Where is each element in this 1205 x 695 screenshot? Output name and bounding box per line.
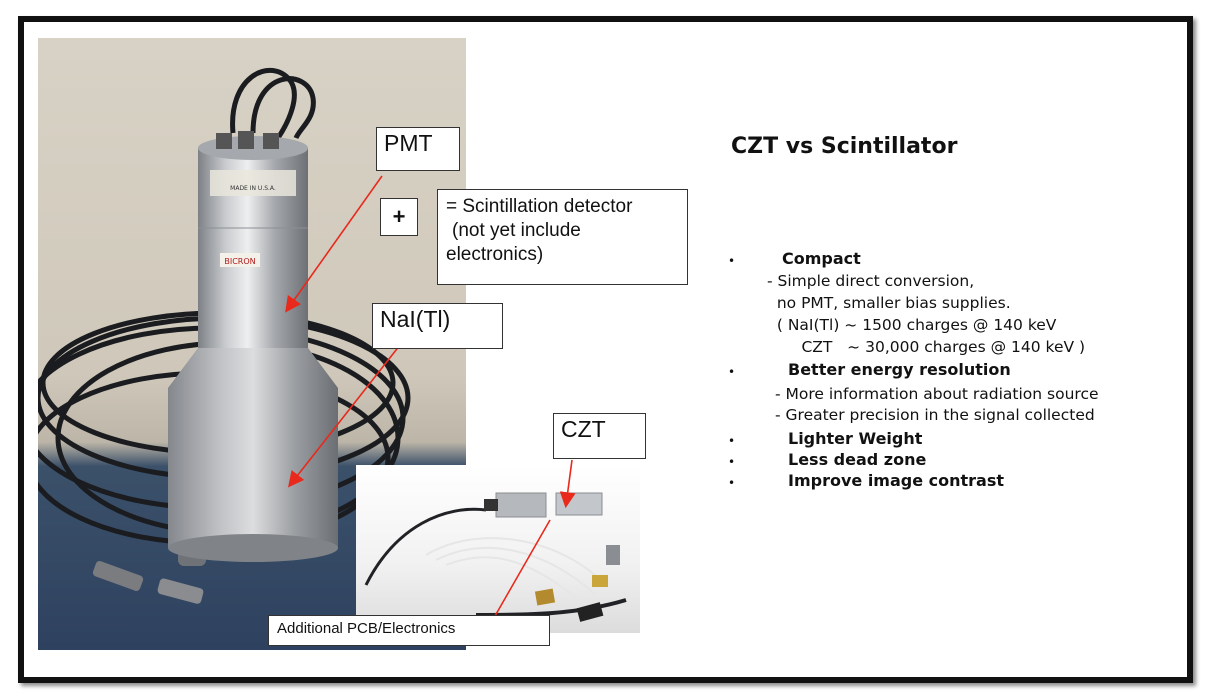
detector-illustration: BICRON MADE IN U.S.A. — [38, 67, 411, 604]
scintillation-line-3: electronics) — [446, 244, 544, 265]
slide-title: CZT vs Scintillator — [731, 134, 958, 159]
bullet-compact-line-3: ( NaI(Tl) ~ 1500 charges @ 140 keV — [767, 316, 1057, 334]
device-made-in-label: MADE IN U.S.A. — [230, 185, 276, 192]
bullet-compact-line-4: CZT ~ 30,000 charges @ 140 keV ) — [767, 338, 1086, 356]
plus-label: + — [392, 204, 406, 229]
scintillation-callout: = Scintillation detector (not yet includ… — [437, 189, 688, 285]
pcb-callout: Additional PCB/Electronics — [268, 615, 550, 646]
bullet-compact-line-2: no PMT, smaller bias supplies. — [767, 294, 1011, 312]
pmt-arrow — [285, 175, 383, 313]
scintillation-line-1: = Scintillation detector — [446, 196, 633, 217]
bullet-heading-less-dead-zone: Less dead zone — [788, 450, 927, 469]
bullet-dot: • — [728, 254, 736, 268]
bullet-dot: • — [728, 434, 736, 448]
device-brand-label: BICRON — [224, 257, 255, 266]
bullet-heading-energy-resolution: Better energy resolution — [788, 360, 1011, 379]
czt-module-photo — [356, 465, 640, 633]
pcb-arrow-line — [494, 519, 551, 617]
nai-label: NaI(Tl) — [380, 306, 451, 332]
pmt-label: PMT — [384, 130, 433, 156]
czt-label: CZT — [561, 416, 606, 442]
nai-arrow — [288, 344, 401, 488]
scintillation-line-2: (not yet include — [452, 220, 581, 241]
bullet-dot: • — [728, 476, 736, 490]
pcb-label: Additional PCB/Electronics — [277, 620, 456, 637]
bullet-energy-line-2: - Greater precision in the signal collec… — [775, 406, 1095, 424]
czt-arrow — [559, 459, 576, 509]
bullet-heading-compact: Compact — [782, 249, 861, 268]
bullet-heading-lighter-weight: Lighter Weight — [788, 429, 923, 448]
pmt-callout: PMT — [376, 127, 460, 171]
plus-callout: + — [380, 198, 418, 236]
nai-callout: NaI(Tl) — [372, 303, 503, 349]
bullet-dot: • — [728, 455, 736, 469]
bullet-energy-line-1: - More information about radiation sourc… — [775, 385, 1099, 403]
bullet-compact-line-1: - Simple direct conversion, — [767, 272, 975, 290]
bullet-heading-image-contrast: Improve image contrast — [788, 471, 1005, 490]
bullet-dot: • — [728, 365, 736, 379]
czt-callout: CZT — [553, 413, 646, 459]
